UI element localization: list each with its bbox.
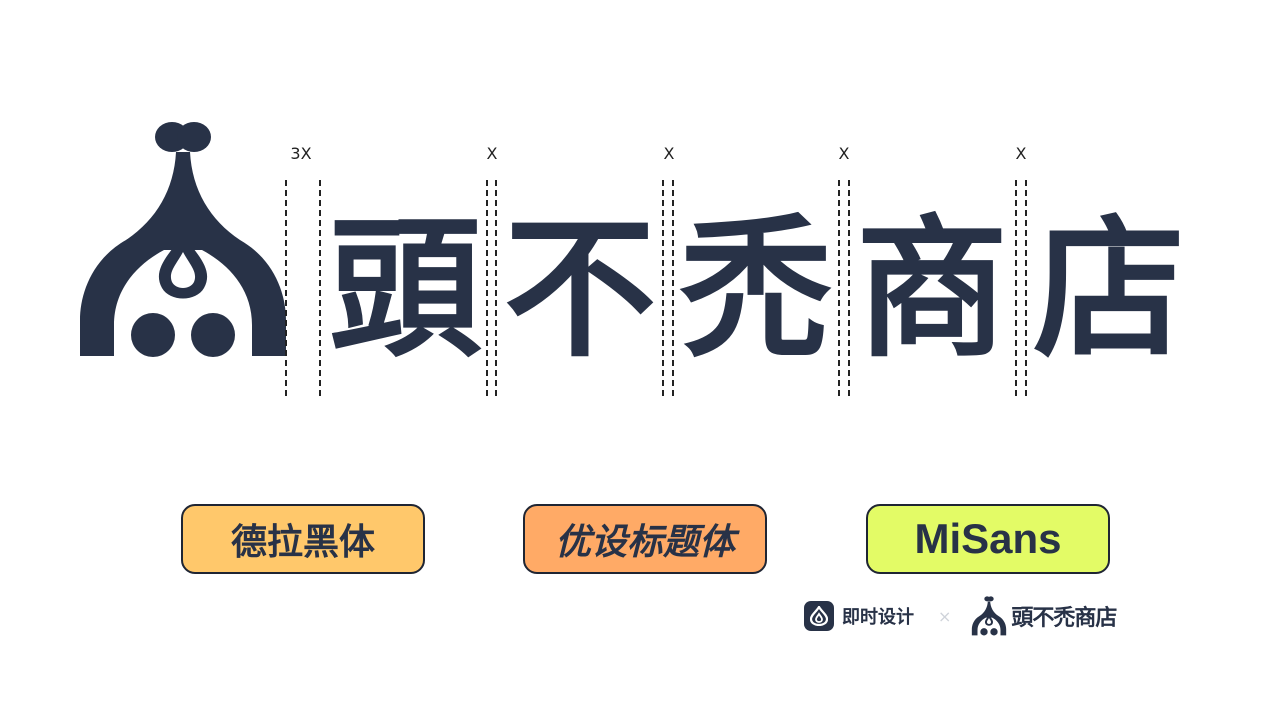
separator: × [938, 606, 952, 626]
wordmark-char-1: 頭 [329, 201, 481, 378]
jishi-design-logo-icon [804, 601, 834, 631]
font-label: 德拉黑体 [230, 522, 375, 563]
font-label: MiSans [914, 515, 1062, 562]
guide-label-x: X [1015, 144, 1027, 163]
store-logo-icon [80, 122, 286, 357]
font-pill-dela-gothic: 德拉黑体 [181, 504, 425, 574]
guide-line [1015, 180, 1017, 396]
guide-line [672, 180, 674, 396]
guide-label-x: X [486, 144, 498, 163]
font-pill-youshe-title: 优设标题体 [523, 504, 767, 574]
guide-label-3x: 3X [290, 144, 312, 163]
font-pill-misans: MiSans [866, 504, 1110, 574]
partner-name: 頭不禿商店 [1011, 606, 1117, 631]
wordmark-char-4: 商 [856, 201, 1008, 378]
brand-name: 即时设计 [842, 607, 914, 628]
wordmark-char-2: 不 [504, 201, 656, 378]
guide-label-x: X [838, 144, 850, 163]
guide-line [285, 180, 287, 396]
wordmark-char-3: 禿 [680, 201, 832, 378]
guide-line [848, 180, 850, 396]
guide-line [662, 180, 664, 396]
store-logo-small-icon [972, 596, 1007, 636]
footer-credits: 即时设计 × 頭不禿商店 [804, 596, 1117, 636]
guide-line [1025, 180, 1027, 396]
font-label: 优设标题体 [554, 522, 735, 563]
guide-line [319, 180, 321, 396]
guide-line [486, 180, 488, 396]
wordmark-char-5: 店 [1033, 201, 1185, 378]
guide-line [838, 180, 840, 396]
guide-label-x: X [663, 144, 675, 163]
guide-line [495, 180, 497, 396]
